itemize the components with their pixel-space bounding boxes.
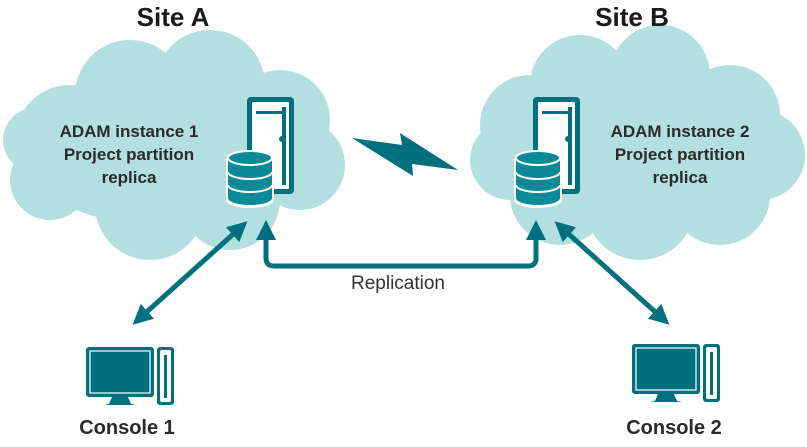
instance-1-partition: Project partition [63,145,195,164]
instance-2-name: ADAM instance 2 [610,122,750,141]
instance-2-replica: replica [652,168,708,187]
site-a-title: Site A [136,2,210,32]
desktop-computer-icon [86,347,174,405]
instance-2-partition: Project partition [614,145,746,164]
console-2-label: Console 2 [626,417,722,439]
instance-1-label: ADAM instance 1 Project partition replic… [29,120,229,189]
replication-label: Replication [351,273,445,294]
console-2-link [554,221,670,325]
console-1-link [132,221,248,325]
desktop-computer-icon [632,344,720,402]
database-icon [514,150,562,208]
lightning-bolt-icon [352,133,458,176]
database-icon [226,150,274,208]
instance-1-name: ADAM instance 1 [59,122,199,141]
instance-2-label: ADAM instance 2 Project partition replic… [580,120,780,189]
instance-1-replica: replica [101,168,157,187]
site-b-title: Site B [595,2,669,32]
replication-connector [256,220,546,269]
console-1-label: Console 1 [79,417,175,439]
